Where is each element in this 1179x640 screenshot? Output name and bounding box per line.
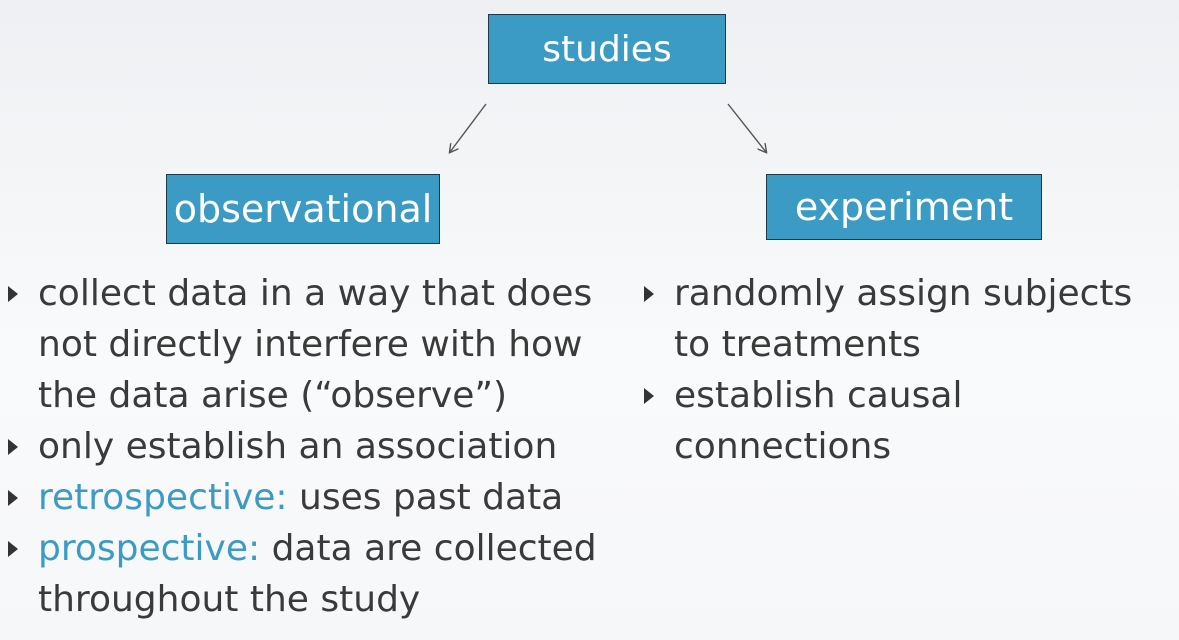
node-experiment: experiment bbox=[766, 174, 1042, 240]
list-item: only establish an association bbox=[8, 421, 598, 472]
triangle-right-icon bbox=[8, 286, 18, 302]
triangle-right-icon bbox=[8, 490, 18, 506]
list-item: establish causal connections bbox=[644, 370, 1174, 472]
bullet-term: prospective: bbox=[38, 528, 261, 569]
experiment-bullet-list: randomly assign subjects to treatments e… bbox=[644, 268, 1174, 472]
list-item: randomly assign subjects to treatments bbox=[644, 268, 1174, 370]
bullet-text: only establish an association bbox=[38, 426, 558, 467]
list-item: collect data in a way that does not dire… bbox=[8, 268, 598, 421]
list-item: prospective: data are collected througho… bbox=[8, 523, 598, 625]
arrow-to-experiment bbox=[727, 103, 766, 152]
bullet-text: establish causal connections bbox=[674, 375, 963, 467]
bullet-term: retrospective: bbox=[38, 477, 288, 518]
list-item: retrospective: uses past data bbox=[8, 472, 598, 523]
node-observational: observational bbox=[166, 174, 440, 244]
observational-bullet-list: collect data in a way that does not dire… bbox=[8, 268, 598, 625]
triangle-right-icon bbox=[644, 388, 654, 404]
arrow-to-observational bbox=[450, 103, 487, 152]
bullet-text: uses past data bbox=[287, 477, 564, 518]
bullet-text: collect data in a way that does not dire… bbox=[38, 273, 593, 416]
triangle-right-icon bbox=[8, 439, 18, 455]
node-studies: studies bbox=[488, 14, 726, 84]
bullet-text: randomly assign subjects to treatments bbox=[674, 273, 1133, 365]
bullet-text: data are collected throughout the study bbox=[38, 528, 597, 620]
triangle-right-icon bbox=[8, 541, 18, 557]
triangle-right-icon bbox=[644, 286, 654, 302]
